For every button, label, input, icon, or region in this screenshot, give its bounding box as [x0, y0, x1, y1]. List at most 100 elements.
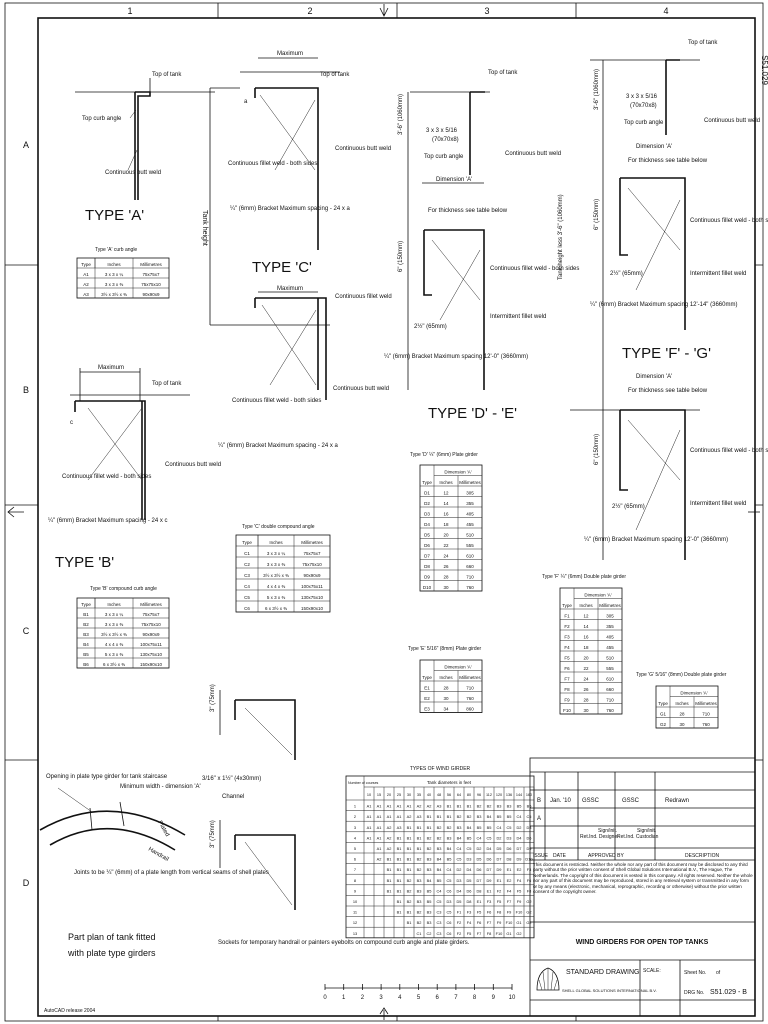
wind-table-cell: F8: [487, 931, 492, 936]
table-cell: E2: [424, 696, 430, 701]
table-cell: 18: [443, 522, 449, 527]
wind-table-cell: D7: [487, 867, 492, 872]
wind-table-caption: TYPES OF WIND GIRDER: [410, 766, 471, 772]
label-butt-d: Continuous butt weld: [505, 151, 561, 157]
table-cell: 710: [466, 686, 474, 691]
table-header-cell: Millimetres: [599, 603, 621, 608]
type-b-title: TYPE 'B': [55, 554, 114, 571]
table-cell: 355: [466, 501, 474, 506]
table-type-c: Type 'C' double compound angle: [242, 524, 315, 530]
label-opening: Opening in plate type girder for tank st…: [46, 774, 168, 780]
wind-table-cell: B2: [407, 888, 412, 893]
label-fillet-f-top: Continuous fillet weld - both sides: [690, 218, 768, 224]
wind-table-cell: 7: [354, 867, 356, 872]
table-cell: 130x75x10: [140, 652, 163, 657]
table-cell: D2: [424, 501, 430, 506]
wind-table-cell: E1: [487, 888, 492, 893]
table-header-cell: Type: [562, 603, 572, 608]
wind-table-cell: E2: [507, 878, 512, 883]
label-top-of-tank-b: Top of tank: [152, 381, 182, 387]
wind-table-cell: B1: [407, 846, 412, 851]
wind-table-cell: A1: [367, 814, 372, 819]
detail-type-b: Maximum Top of tank c Continuous fillet …: [48, 365, 221, 571]
label-top-curb-angle-a: Top curb angle: [82, 116, 122, 122]
table-cell: 28: [583, 698, 589, 703]
wind-table-diameter: 160: [526, 793, 532, 797]
wind-table-cell: A3: [437, 804, 442, 809]
table-cell: D10: [423, 585, 432, 590]
table-cell: 28: [679, 712, 685, 717]
wind-table-cell: D2: [457, 867, 462, 872]
wind-table-cell: A1: [407, 804, 412, 809]
table-cell: 20: [443, 533, 449, 538]
table-cell: C5: [244, 595, 250, 600]
label-fillet-c-right: Continuous fillet weld: [335, 294, 392, 300]
table-cell: 100x75x11: [301, 584, 323, 589]
table-cell: 760: [606, 708, 614, 713]
wind-table-cell: A1: [367, 835, 372, 840]
wind-table-cell: B2: [417, 867, 422, 872]
wind-table-cell: D4: [467, 867, 473, 872]
wind-table-cell: C5: [437, 899, 442, 904]
wind-table-cell: B1: [387, 857, 392, 862]
scale-tick-label: 1: [342, 995, 346, 1001]
table-cell: 555: [466, 543, 474, 548]
wind-table-cell: A3: [417, 814, 422, 819]
side-drawing-code: S51.029: [760, 55, 768, 85]
wind-table-cell: D7: [477, 878, 482, 883]
wind-table-cell: F9: [517, 899, 522, 904]
table-group-header: Dimension 'A': [444, 665, 471, 670]
table-header-cell: Inches: [269, 540, 283, 545]
type-fg-title: TYPE 'F' - 'G': [622, 345, 711, 362]
scale-tick-label: 3: [379, 995, 383, 1001]
wind-table-cell: A1: [377, 814, 382, 819]
wind-table-cell: F10: [506, 920, 514, 925]
wind-table-cell: B2: [457, 814, 462, 819]
wind-table-diameter: 96: [477, 793, 481, 797]
label-dim-a-f-top: Dimension 'A': [636, 144, 672, 150]
table-cell: 305: [466, 491, 474, 496]
wind-table-cell: B4: [457, 835, 463, 840]
table-cell: B2: [83, 622, 89, 627]
scale-tick-label: 9: [492, 995, 496, 1001]
detail-type-fg: Top of tank 3 x 3 x 5/16 (70x70x8) Top c…: [558, 40, 768, 560]
table-type-a: Type 'A' curb angle: [95, 247, 137, 253]
label-dim-c: c: [70, 420, 73, 426]
wind-table-cell: D2: [477, 846, 482, 851]
scale-label: SCALE:: [643, 968, 661, 974]
table-cell: 860: [466, 707, 474, 712]
hdr-description: DESCRIPTION: [685, 853, 720, 859]
label-bracket-b: ¼" (6mm) Bracket Maximum spacing - 24 x …: [48, 518, 168, 524]
row-label-c: C: [23, 626, 30, 636]
table-cell: 710: [702, 712, 710, 717]
hdr-issue: ISSUE: [533, 853, 549, 859]
wind-table-cell: F2: [457, 920, 462, 925]
wind-table-cell: B2: [467, 814, 472, 819]
label-bracket-f-bottom: ¼" (6mm) Bracket Maximum spacing 12'-0" …: [584, 537, 728, 543]
table-cell: 455: [466, 522, 474, 527]
wind-table-cell: D8: [507, 857, 512, 862]
table-cell: 12: [583, 614, 589, 619]
wind-table-cell: B1: [427, 825, 432, 830]
table-header-cell: Millimetres: [140, 602, 162, 607]
label-dim-6-f-top: 6" (150mm): [594, 199, 600, 230]
wind-table-cell: B1: [407, 910, 412, 915]
wind-table-cell: 2: [354, 814, 356, 819]
label-fillet-c-bottom: Continuous fillet weld - both sides: [232, 398, 321, 404]
table-cell: E3: [424, 707, 430, 712]
wind-table-cell: B4: [487, 814, 493, 819]
table-cell: 100x75x11: [140, 642, 162, 647]
wind-table-cell: B2: [417, 910, 422, 915]
wind-table-cell: F5: [497, 899, 502, 904]
wind-table-diameter: 35: [417, 793, 421, 797]
wind-table-cell: D9: [527, 846, 532, 851]
table-header-cell: Inches: [579, 603, 593, 608]
wind-table-cell: D4: [517, 835, 523, 840]
col-label-3: 3: [484, 6, 489, 16]
table-cell: C3: [244, 573, 250, 578]
scale-tick-label: 8: [473, 995, 477, 1001]
wind-table-cell: B3: [417, 878, 422, 883]
table-cell: 3 x 3 x ⅜: [267, 562, 286, 567]
